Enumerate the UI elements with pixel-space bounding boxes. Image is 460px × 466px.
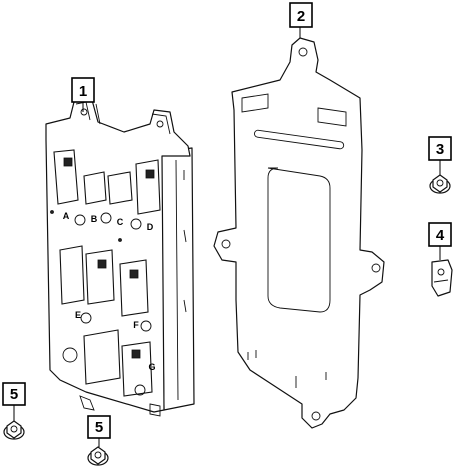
callout-5-left-label: 5 bbox=[10, 386, 18, 403]
body-control-module bbox=[45, 99, 195, 417]
callout-5-bottom-label: 5 bbox=[95, 419, 103, 436]
connector-label-e: E bbox=[75, 310, 81, 320]
callout-2-label: 2 bbox=[297, 8, 305, 25]
callout-2: 2 bbox=[289, 2, 313, 28]
callout-5-left: 5 bbox=[2, 382, 26, 406]
flange-nut-bottom bbox=[87, 446, 109, 466]
connector-label-g: G bbox=[148, 362, 155, 372]
flange-nut bbox=[429, 174, 451, 194]
callout-3-label: 3 bbox=[436, 141, 444, 158]
connector-label-a: A bbox=[63, 211, 70, 221]
callout-1-label: 1 bbox=[79, 83, 87, 100]
callout-3: 3 bbox=[428, 136, 452, 161]
connector-label-f: F bbox=[133, 320, 139, 330]
leader-lines bbox=[13, 27, 441, 447]
callout-1: 1 bbox=[71, 77, 95, 103]
flange-nut-left bbox=[3, 420, 25, 440]
callout-5-bottom: 5 bbox=[87, 415, 111, 439]
connector-label-b: B bbox=[91, 214, 98, 224]
mounting-bracket bbox=[213, 37, 385, 429]
connector-label-d: D bbox=[147, 222, 154, 232]
u-nut-clip bbox=[431, 259, 453, 297]
connector-label-c: C bbox=[117, 217, 124, 227]
callout-4-label: 4 bbox=[436, 227, 445, 244]
callout-4: 4 bbox=[428, 222, 452, 247]
